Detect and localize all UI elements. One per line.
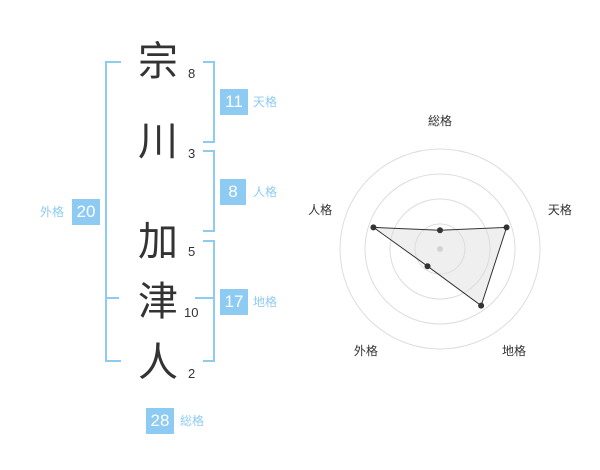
- radar-area: [371, 226, 508, 307]
- chikaku-bracket: [203, 240, 215, 362]
- radar-ring-1: [414, 223, 466, 275]
- gaikaku-divider: [105, 297, 119, 299]
- radar-ring-2: [389, 198, 491, 300]
- radar-point-3: [478, 302, 485, 309]
- jinkaku-bracket: [203, 150, 215, 232]
- name-char-3: 加: [138, 219, 178, 265]
- radar-point-2: [503, 224, 510, 231]
- name-char-1: 宗: [138, 39, 178, 85]
- radar-ring-3: [364, 173, 516, 325]
- chikaku-value: 17: [220, 289, 248, 315]
- radar-point-1: [437, 227, 443, 234]
- stroke-count-2: 3: [188, 146, 196, 161]
- radar-axis-label-5: 人格: [308, 202, 332, 217]
- gaikaku-label: 外格: [40, 205, 65, 219]
- gaikaku-bracket: [105, 61, 121, 362]
- stroke-count-3: 5: [188, 244, 196, 259]
- stroke-count-5: 2: [188, 366, 196, 381]
- radar-axis-label-4: 外格: [354, 343, 378, 358]
- stroke-count-1: 8: [188, 66, 196, 81]
- soukaku-label: 総格: [180, 414, 205, 428]
- stroke-count-4: 10: [184, 305, 199, 320]
- tenkaku-bracket: [203, 61, 215, 143]
- gaikaku-value: 20: [72, 199, 100, 225]
- radar-point-4: [424, 263, 431, 270]
- soukaku-value: 28: [146, 408, 174, 434]
- jinkaku-label: 人格: [253, 185, 278, 199]
- radar-axis-label-1: 総格: [428, 113, 452, 128]
- jinkaku-value: 8: [220, 179, 246, 205]
- name-char-4: 津: [138, 279, 178, 325]
- chikaku-label: 地格: [253, 295, 278, 309]
- radar-ring-4: [339, 148, 541, 350]
- tenkaku-label: 天格: [253, 95, 278, 109]
- name-char-5: 人: [138, 340, 178, 386]
- tenkaku-value: 11: [220, 89, 248, 115]
- radar-center: [437, 246, 443, 252]
- chikaku-divider: [195, 297, 215, 299]
- radar-axis-label-2: 天格: [548, 202, 572, 217]
- name-char-2: 川: [138, 119, 178, 165]
- radar-axis-label-3: 地格: [502, 343, 526, 358]
- radar-point-5: [370, 224, 377, 231]
